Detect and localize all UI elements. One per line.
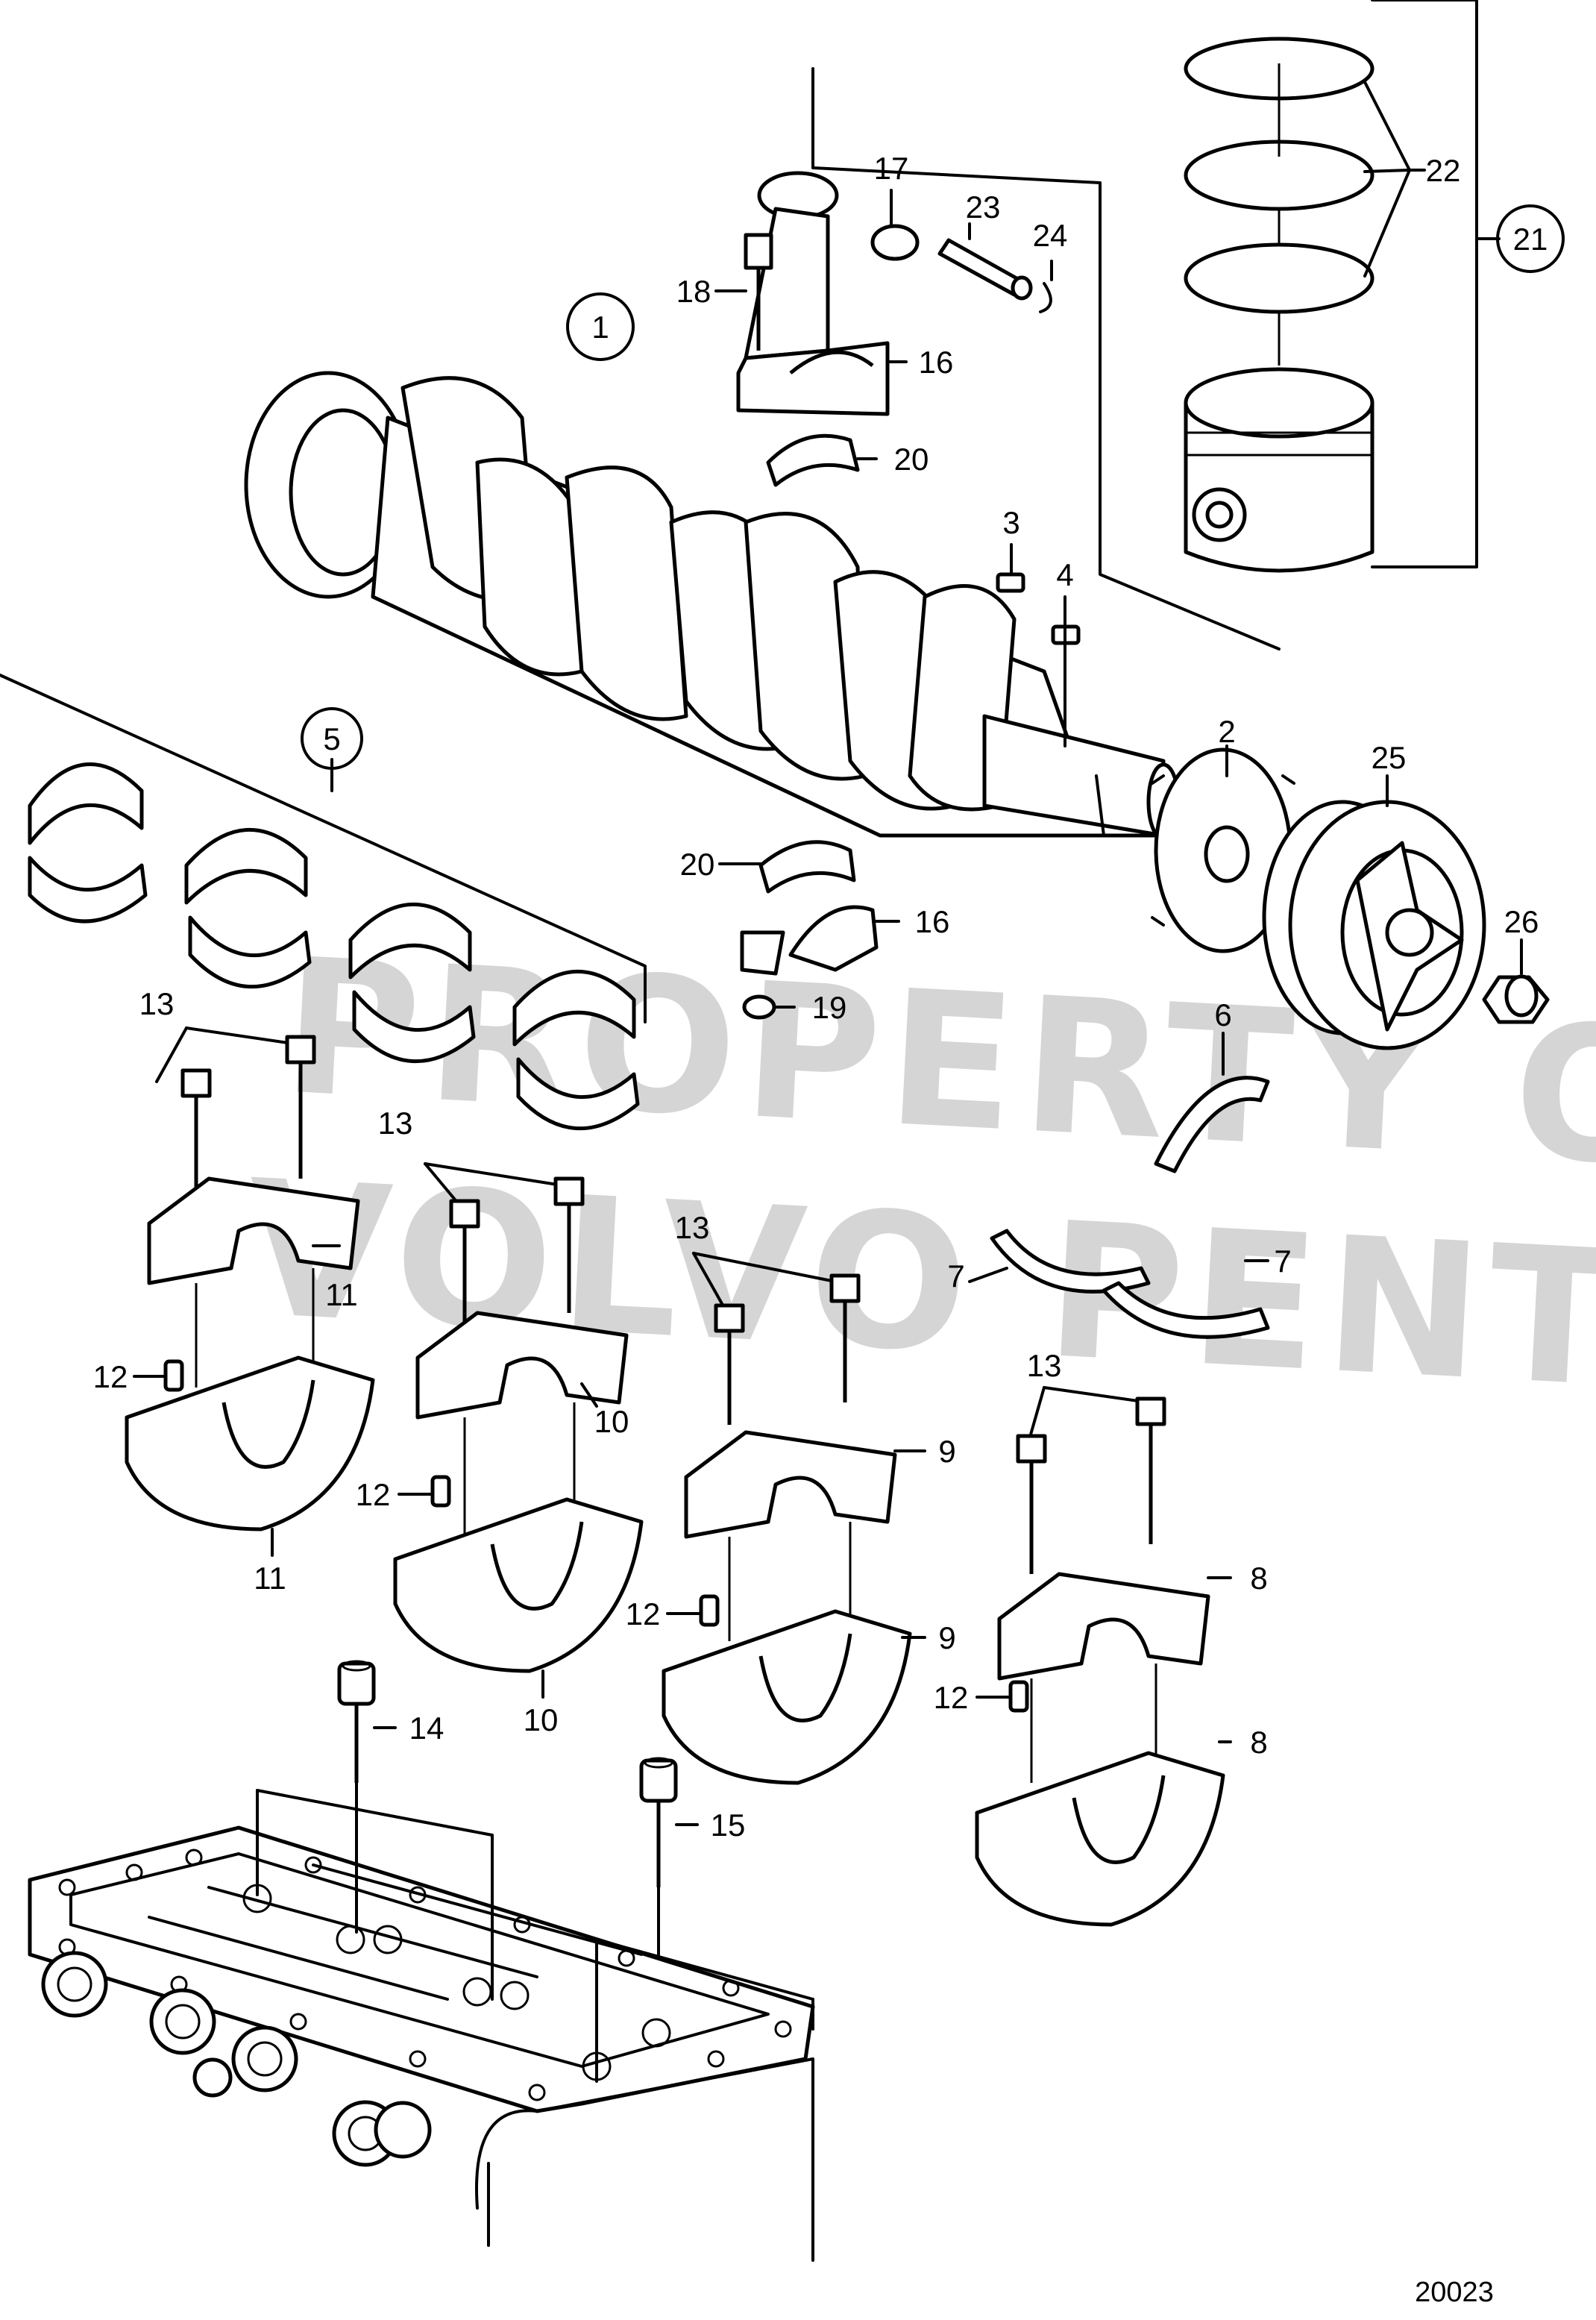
callout-12-c: 12 [626, 1596, 661, 1631]
bearing-cap-group-8 [975, 1386, 1225, 1927]
callout-10-lower: 10 [524, 1702, 559, 1737]
bolt-14 [337, 1660, 376, 1783]
key-3 [996, 572, 1025, 593]
crankshaft [244, 371, 1181, 841]
callout-1: 1 [591, 310, 609, 345]
callout-21: 21 [1513, 222, 1548, 257]
callout-7-left: 7 [947, 1258, 964, 1294]
callout-26: 26 [1504, 904, 1539, 939]
dowel-12-b [430, 1475, 451, 1508]
bolt-15 [639, 1757, 678, 1887]
dowel-12-a [163, 1359, 184, 1392]
callout-9-upper: 9 [938, 1434, 955, 1469]
connecting-rod-assembly [736, 67, 1281, 650]
bearing-ladder-frame [28, 1825, 815, 2262]
callout-16-lower: 16 [915, 904, 950, 939]
callout-25: 25 [1372, 740, 1407, 775]
callout-4: 4 [1056, 557, 1073, 592]
dowel-12-d [1008, 1680, 1029, 1713]
callout-2: 2 [1218, 714, 1235, 749]
callout-13-a: 13 [139, 986, 175, 1021]
callout-13-b: 13 [378, 1106, 413, 1141]
callout-12-d: 12 [934, 1680, 969, 1715]
callout-circle-1 [566, 292, 635, 361]
callout-12-b: 12 [356, 1477, 391, 1512]
callout-24: 24 [1033, 218, 1068, 253]
callout-13-d: 13 [1027, 1348, 1062, 1383]
callout-8-lower: 8 [1250, 1725, 1267, 1760]
callout-22: 22 [1426, 153, 1461, 188]
callout-5: 5 [323, 721, 340, 756]
pulley-nut [1482, 974, 1550, 1024]
callout-13-c: 13 [675, 1210, 710, 1245]
callout-16-top: 16 [919, 345, 954, 380]
callout-15: 15 [711, 1808, 746, 1843]
thrust-washer-6 [1154, 1076, 1270, 1173]
bearing-cap-group-11 [125, 1026, 375, 1531]
callout-18: 18 [676, 274, 711, 309]
callout-7-right: 7 [1274, 1244, 1291, 1279]
crankshaft-pulley [1262, 800, 1486, 1050]
callout-14: 14 [409, 1711, 444, 1746]
callout-11-upper: 11 [325, 1277, 358, 1312]
drawing-number: 20023 [1415, 2277, 1494, 2308]
callout-20-lower: 20 [680, 847, 715, 882]
callout-9-lower: 9 [938, 1620, 955, 1655]
bearing-cap-group-10 [393, 1162, 644, 1673]
callout-circle-5 [301, 707, 363, 770]
callout-23: 23 [966, 189, 1001, 225]
callout-3: 3 [1002, 505, 1020, 540]
rod-bolt-18 [744, 233, 773, 270]
lower-rod-cap [740, 840, 879, 1020]
thrust-washer-7-left [990, 1229, 1151, 1294]
thrust-washer-7-right [1102, 1281, 1270, 1339]
callout-19: 19 [812, 990, 847, 1025]
callout-8-upper: 8 [1250, 1561, 1267, 1596]
callout-6: 6 [1214, 997, 1231, 1032]
callout-circle-21 [1496, 204, 1565, 273]
bearing-cap-group-9 [662, 1252, 912, 1785]
piston-assembly [1184, 37, 1374, 573]
callout-10-upper: 10 [594, 1404, 629, 1439]
callout-20-top: 20 [894, 442, 929, 477]
main-bearing-shells [28, 762, 640, 1131]
callout-11-lower: 11 [254, 1561, 286, 1596]
callout-12-a: 12 [93, 1359, 128, 1394]
callout-17: 17 [874, 151, 909, 186]
dowel-12-c [699, 1594, 720, 1627]
